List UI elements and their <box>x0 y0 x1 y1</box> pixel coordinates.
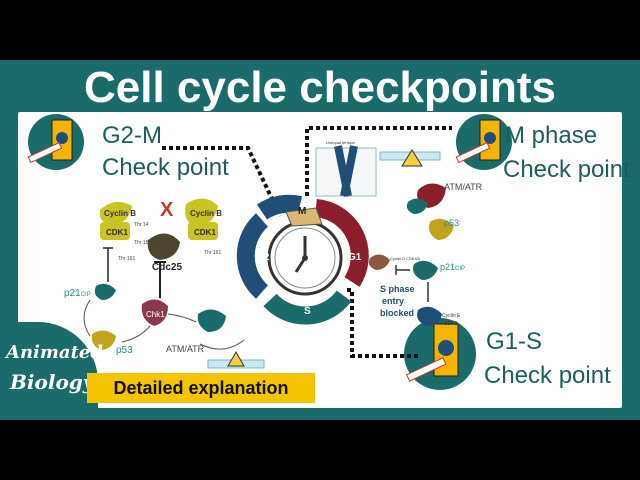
atm-atr-label-right: ATM/ATR <box>444 182 483 192</box>
p53-label-left: p53 <box>116 345 133 356</box>
cyclin-b-label-a: Cyclin B <box>104 209 137 218</box>
phase-g2-label: G2 <box>256 252 270 263</box>
chk1-label: Chk1 <box>146 310 165 319</box>
g1s-checkpoint-icon <box>404 318 476 390</box>
cycle-wheel <box>236 194 369 325</box>
cyclin-d-label: Cyclin D CDK4/6 <box>390 256 421 261</box>
mphase-label-line1: M phase <box>505 122 598 149</box>
atm-atr-label-left: ATM/ATR <box>166 344 205 354</box>
page-title: Cell cycle checkpoints <box>84 63 556 112</box>
g1s-label-line2: Check point <box>484 362 611 389</box>
m-phase-checkpoint-icon <box>455 114 512 170</box>
s-phase-blocked-line1: S phase <box>380 284 415 294</box>
g2m-label-line1: G2-M <box>102 122 162 149</box>
cyclin-b-label-b: Cyclin B <box>190 209 223 218</box>
thr161-label-a: Thr 161 <box>118 256 136 262</box>
cdc25-label: Cdc25 <box>152 262 183 273</box>
s-phase-blocked-line3: blocked <box>380 308 415 318</box>
cyclin-e-label: Cyclin E <box>442 313 461 319</box>
thr14-label: Thr 14 <box>134 222 149 228</box>
left-pathway-shapes: X <box>83 198 265 369</box>
unequal-tension-label: Unequal tension <box>326 140 355 145</box>
s-phase-blocked-line2: entry <box>382 296 405 306</box>
g1s-label-line1: G1-S <box>486 328 543 355</box>
thr161-label-b: Thr 161 <box>204 250 222 256</box>
cdk1-label-a: CDK1 <box>106 228 128 237</box>
p21-label-right: p21CIP <box>440 262 466 272</box>
p53-label-right: p53 <box>444 218 460 228</box>
detailed-explanation-banner: Detailed explanation <box>87 373 315 403</box>
cdk2-label: CDK2 <box>444 321 458 327</box>
phase-m-label: M <box>298 206 307 217</box>
logo-line2: Biology <box>10 370 95 394</box>
logo-line1: Animated <box>6 342 103 363</box>
connector-lines <box>162 126 452 358</box>
mphase-label-line2: Check point <box>503 156 630 183</box>
phase-s-label: S <box>304 306 311 317</box>
g2m-label-line2: Check point <box>102 154 229 181</box>
thr15-label: Thr 15 <box>134 240 149 246</box>
cdk1-label-b: CDK1 <box>194 228 216 237</box>
phase-g1-label: G1 <box>348 252 362 263</box>
p21-label-left: p21CIP <box>64 288 91 299</box>
right-pathway-shapes <box>315 145 454 326</box>
g2m-checkpoint-icon <box>27 114 84 170</box>
svg-text:X: X <box>160 199 174 221</box>
